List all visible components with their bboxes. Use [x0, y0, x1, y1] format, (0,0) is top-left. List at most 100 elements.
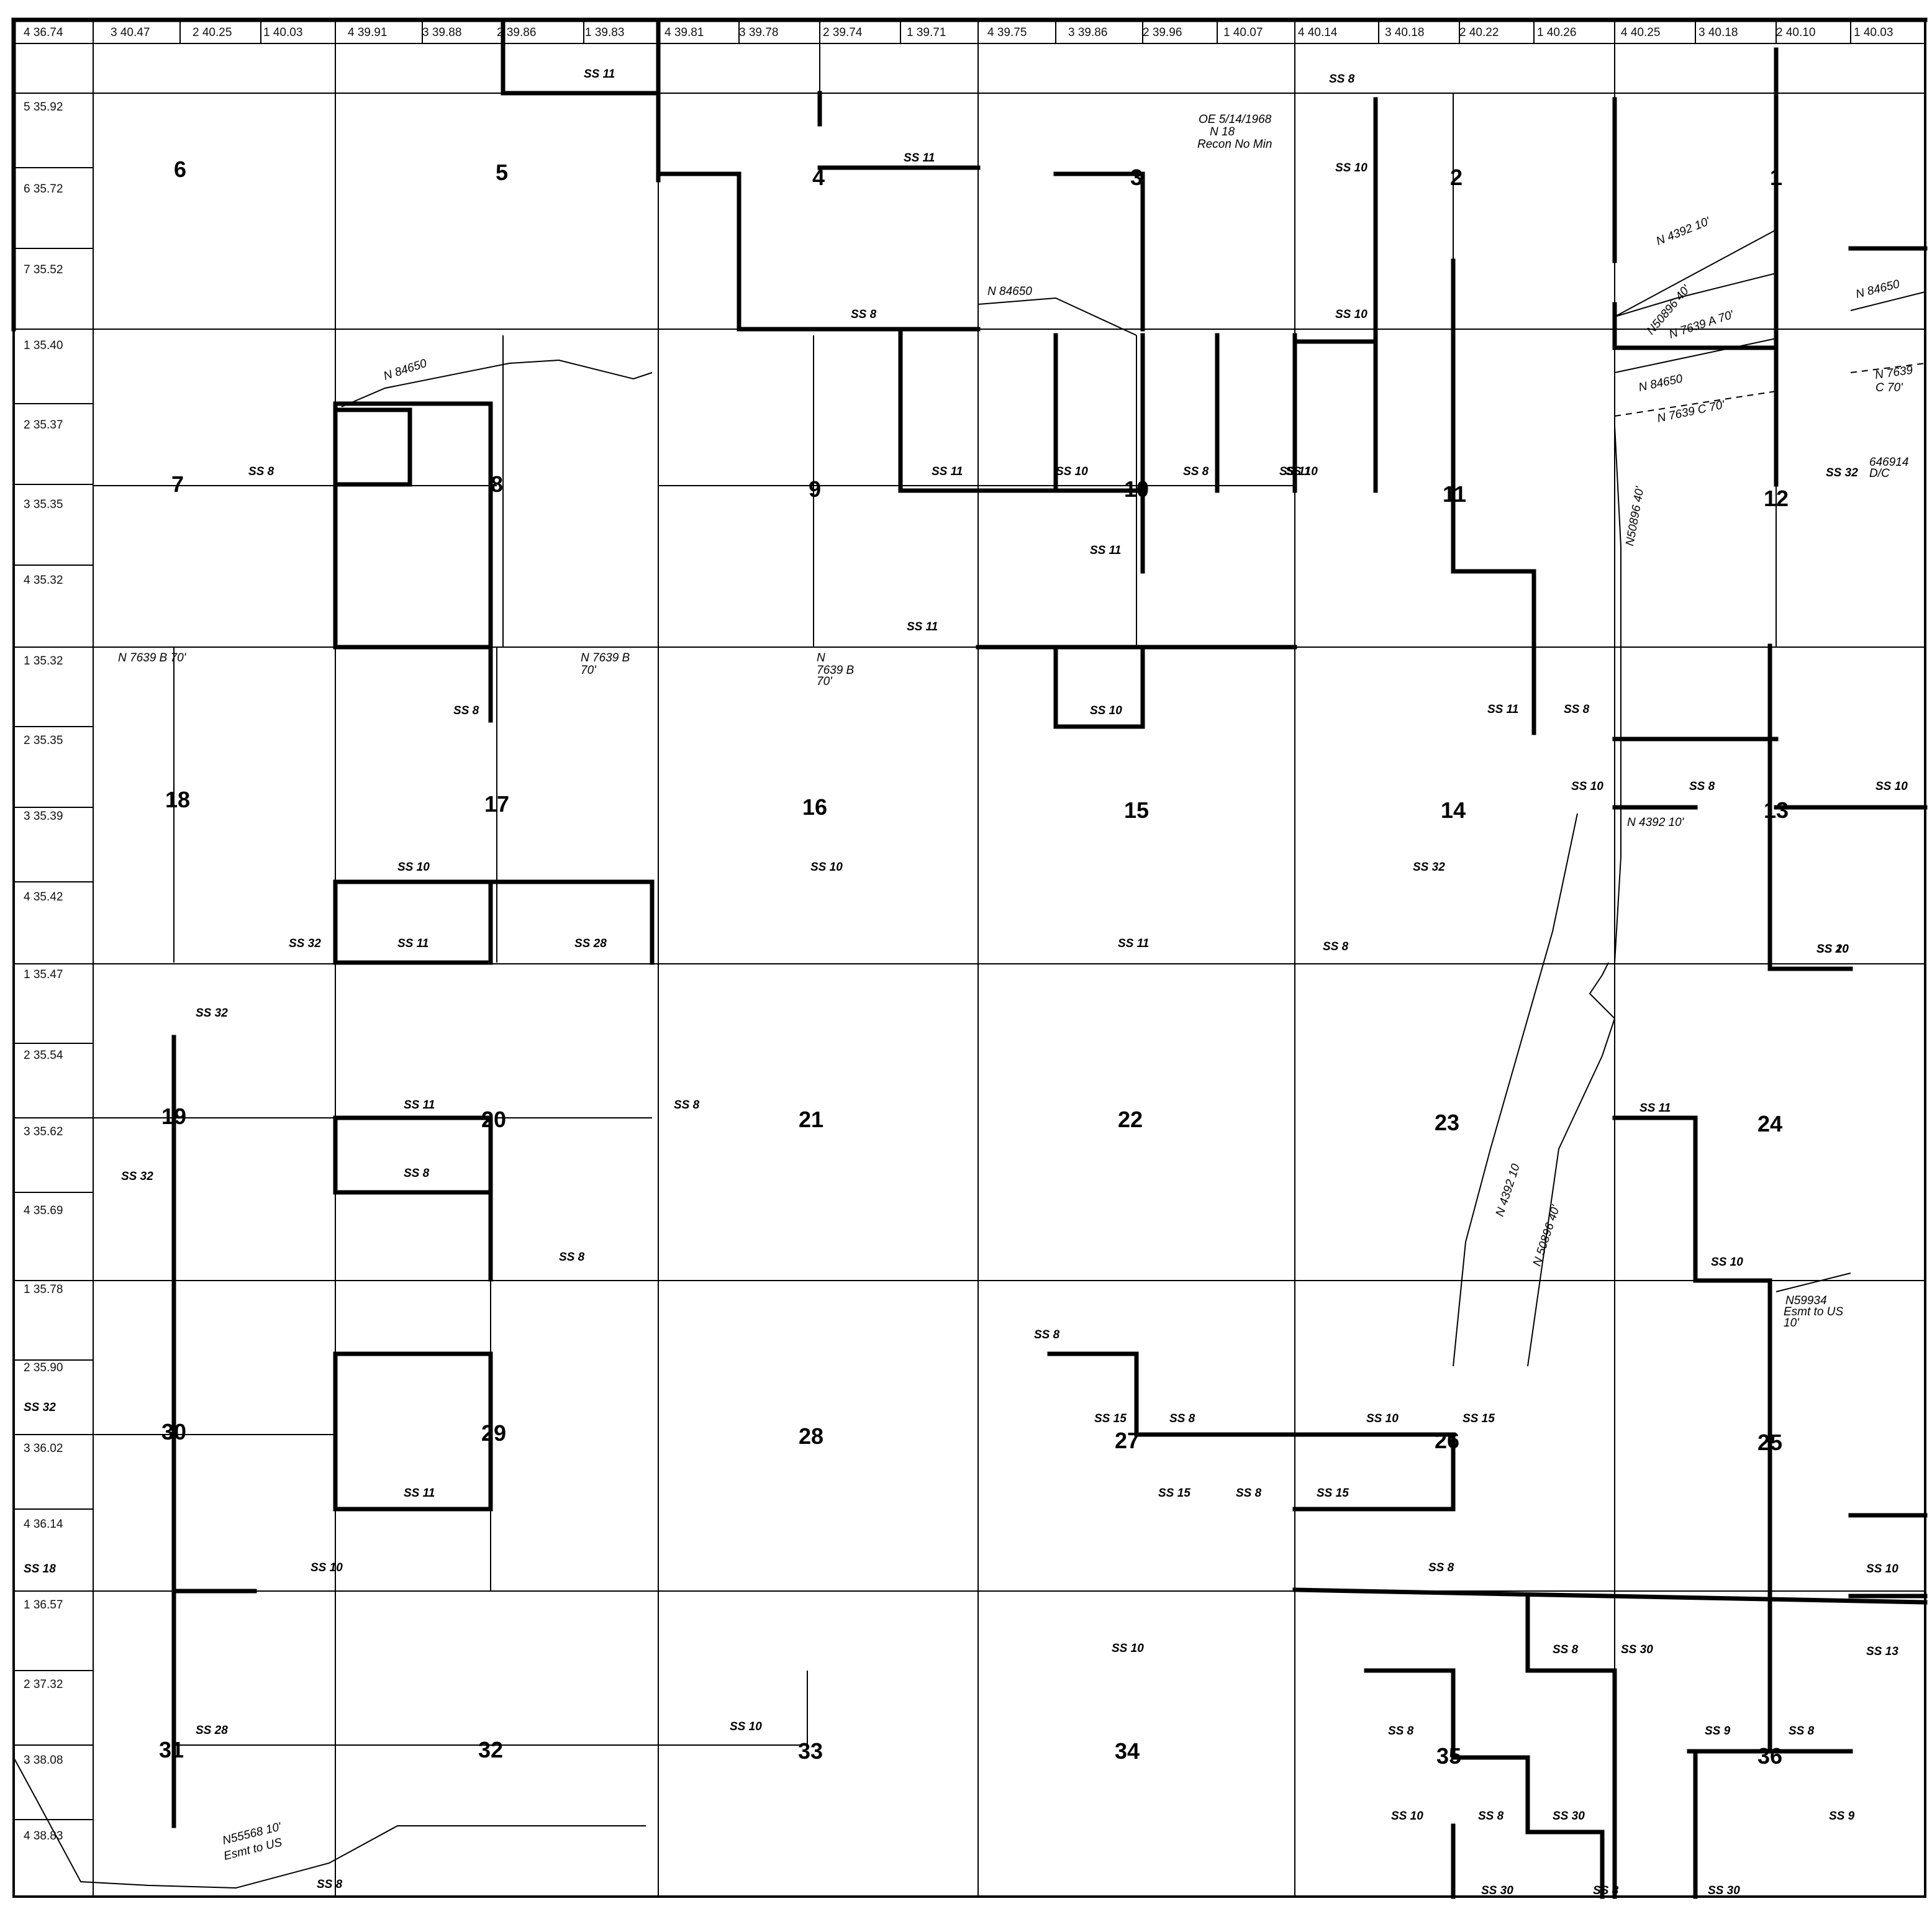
ss-parcel-label: SS 8: [851, 308, 877, 321]
ss-parcel-label: SS 10: [1112, 1642, 1144, 1655]
parcel-646914-line2: D/C: [1869, 467, 1890, 480]
left-lot-label: 1 35.32: [24, 655, 63, 668]
ss-parcel-label: SS 15: [1317, 1487, 1349, 1500]
ss-parcel-label: SS 8: [1478, 1810, 1504, 1823]
top-lot-label: 3 40.18: [1698, 26, 1738, 39]
top-lot-label: 4 39.81: [664, 26, 704, 39]
ss-parcel-label: SS 9: [1829, 1810, 1855, 1823]
ss-parcel-label: SS 30: [1481, 1884, 1513, 1897]
ss-parcel-label: SS 10: [1286, 465, 1318, 478]
top-lot-label: 4 36.74: [24, 26, 63, 39]
ss-parcel-label: SS 8: [317, 1878, 343, 1891]
ss-parcel-label: SS 10: [397, 861, 430, 874]
left-lot-label: 2 37.32: [24, 1678, 63, 1691]
ss-parcel-label: SS 11: [1279, 465, 1310, 478]
ss-parcel-label: SS 8: [404, 1167, 430, 1180]
easement-n59934-line2: Esmt to US: [1784, 1305, 1843, 1318]
easement-n7639b-b2: 70': [581, 664, 597, 677]
left-lot-label: 2 35.54: [24, 1049, 63, 1062]
ss-parcel-label: SS 32: [121, 1170, 153, 1183]
ss-parcel-label: SS 10: [730, 1720, 762, 1733]
ss-parcel-label: SS 32: [289, 937, 321, 950]
left-lot-label: 3 35.62: [24, 1125, 63, 1138]
top-lot-label: 2 39.96: [1143, 26, 1182, 39]
easement-n59934-line1: N59934: [1785, 1294, 1827, 1307]
section-number: 9: [809, 476, 821, 502]
parcel-646914-line1: 646914: [1869, 456, 1908, 469]
section-number: 25: [1757, 1430, 1782, 1455]
ss-parcel-label: SS 11: [404, 1487, 435, 1500]
ss-parcel-label: SS 10: [810, 861, 843, 874]
section-number: 15: [1124, 797, 1149, 823]
top-lot-label: 3 40.47: [111, 26, 150, 39]
ss-parcel-label: SS 11: [932, 465, 963, 478]
top-lot-label: 1 40.26: [1537, 26, 1576, 39]
easement-n7639b-c3: 70': [817, 675, 833, 688]
ss-parcel-label: SS 8: [1236, 1487, 1262, 1500]
section-number: 6: [174, 156, 186, 182]
section-number: 16: [802, 794, 827, 820]
left-lot-label: 4 38.83: [24, 1830, 63, 1843]
ss-parcel-label: SS 8: [1553, 1643, 1579, 1656]
ss-parcel-label: SS 8: [1593, 1884, 1619, 1897]
ss-parcel-label: SS 8: [1388, 1725, 1414, 1738]
ss-parcel-label: SS 10: [1875, 780, 1908, 793]
easement-n59934-line3: 10': [1784, 1317, 1800, 1330]
left-lot-label: 1 35.40: [24, 339, 63, 352]
ss-parcel-label: SS 8: [453, 704, 479, 717]
section-number: 35: [1436, 1743, 1461, 1769]
ss-parcel-label: SS 10: [1866, 1562, 1898, 1576]
section-number: 32: [478, 1737, 503, 1762]
easement-n7639c-b2: C 70': [1875, 381, 1903, 394]
top-lot-label: 2 40.10: [1776, 26, 1815, 39]
ss-parcel-label: SS 8: [248, 465, 274, 478]
section-number: 28: [799, 1423, 823, 1449]
top-lot-label: 1 40.07: [1223, 26, 1263, 39]
ss-parcel-label: SS 32: [1826, 466, 1858, 479]
easement-n7639b-c2: 7639 B: [817, 664, 855, 677]
ss-parcel-label: SS 9: [1705, 1725, 1731, 1738]
top-lot-label: 3 39.86: [1068, 26, 1107, 39]
ss-parcel-label: SS 11: [1487, 703, 1518, 716]
ss-parcel-label: SS 10: [1366, 1412, 1399, 1425]
ss-parcel-label: SS 30: [1621, 1643, 1653, 1656]
left-lot-label: 7 35.52: [24, 263, 63, 276]
section-number: 27: [1115, 1428, 1140, 1453]
left-lot-label: 4 35.42: [24, 891, 63, 904]
section-number: 10: [1124, 476, 1149, 502]
easement-n84650-b: N 84650: [987, 285, 1032, 298]
left-lot-label: 3 36.02: [24, 1442, 63, 1455]
ss-parcel-label: SS 28: [574, 937, 607, 950]
easement-n7639b-c1: N: [817, 651, 825, 664]
section-number: 14: [1441, 797, 1466, 823]
section-number: 1: [1770, 165, 1782, 190]
ss-parcel-label: SS 30: [1553, 1810, 1585, 1823]
section-number: 12: [1764, 486, 1789, 511]
left-lot-label: 2 35.37: [24, 419, 63, 432]
ss-parcel-label: SS 11: [1090, 544, 1121, 557]
section-number: 19: [161, 1104, 186, 1129]
section-number: 8: [491, 471, 503, 497]
top-lot-label: 1 39.83: [585, 26, 624, 39]
section-number: 2: [1450, 165, 1463, 190]
left-lot-label: 1 35.47: [24, 968, 63, 981]
ss-parcel-label: SS 10: [1090, 704, 1122, 717]
ss-parcel-label: SS 13: [1866, 1645, 1898, 1658]
top-lot-label: 2 40.25: [193, 26, 232, 39]
section-number: 13: [1764, 797, 1789, 823]
ss-parcel-label: SS 15: [1094, 1412, 1127, 1425]
ss-parcel-label: SS 8: [1329, 73, 1355, 86]
ss-parcel-label: SS 10: [1056, 465, 1088, 478]
ss-parcel-label: SS 10: [1335, 161, 1367, 175]
left-lot-label: 2 35.90: [24, 1361, 63, 1374]
ss-parcel-label: SS 11: [1639, 1102, 1671, 1115]
section-number: 30: [161, 1419, 186, 1445]
ss-parcel-label: SS 32: [196, 1007, 228, 1020]
top-lot-label: 4 40.25: [1621, 26, 1660, 39]
section-number: 34: [1115, 1738, 1140, 1764]
ss-parcel-label: SS 32: [1413, 861, 1445, 874]
left-lot-label: 4 36.14: [24, 1518, 63, 1531]
section-number: 22: [1118, 1107, 1143, 1132]
